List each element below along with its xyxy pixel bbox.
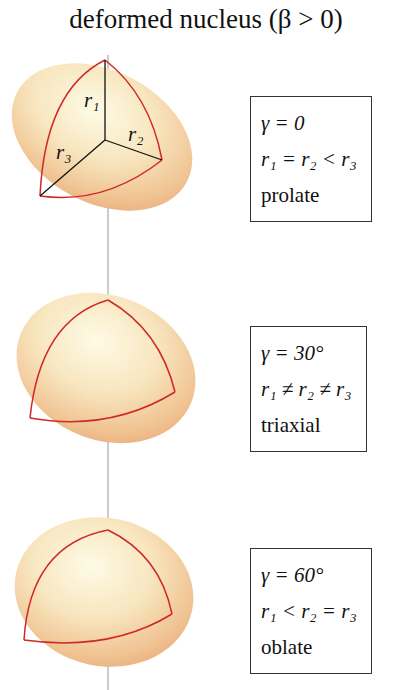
radius-label: r₃ xyxy=(56,140,71,165)
shape-box: γ = 0r₁ = r₂ < r₃prolate xyxy=(250,96,372,222)
shape-name: triaxial xyxy=(261,407,354,443)
oblate-ellipsoid xyxy=(1,501,208,683)
diagram-title: deformed nucleus (β > 0) xyxy=(0,4,412,35)
radius-relation: r₁ < r₂ = r₃ xyxy=(261,593,359,629)
radius-relation: r₁ = r₂ < r₃ xyxy=(261,141,359,177)
shape-box: γ = 30°r₁ ≠ r₂ ≠ r₃triaxial xyxy=(250,326,367,452)
gamma-value: γ = 30° xyxy=(261,335,354,371)
gamma-value: γ = 60° xyxy=(261,557,359,593)
triaxial-ellipsoid xyxy=(0,267,218,469)
radius-relation: r₁ ≠ r₂ ≠ r₃ xyxy=(261,371,354,407)
gamma-value: γ = 0 xyxy=(261,105,359,141)
shape-box: γ = 60°r₁ < r₂ = r₃oblate xyxy=(250,548,372,674)
shape-name: prolate xyxy=(261,177,359,213)
prolate-ellipsoid xyxy=(0,34,218,241)
radius-label: r₁ xyxy=(84,88,99,113)
radius-label: r₂ xyxy=(128,122,143,147)
shape-name: oblate xyxy=(261,629,359,665)
